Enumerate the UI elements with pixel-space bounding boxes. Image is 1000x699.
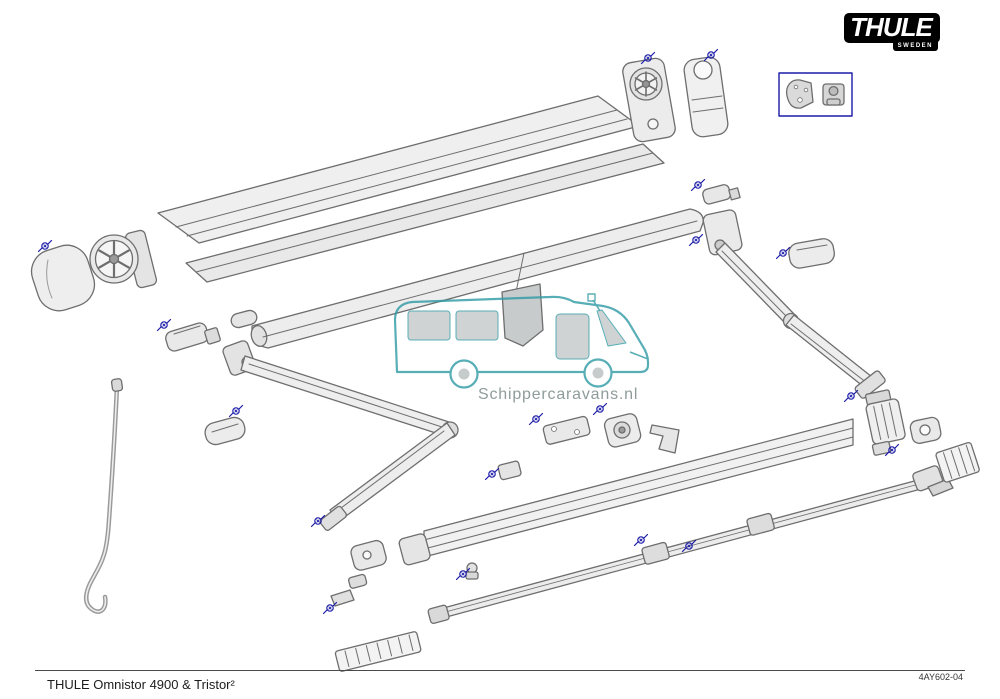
spring-arm-left (222, 340, 459, 531)
screw-annotation-icon (528, 412, 544, 426)
roller-tube-with-fabric (230, 208, 704, 349)
right-end-parts (865, 398, 942, 456)
screw-annotation-icon (690, 178, 706, 192)
motor-assembly (30, 229, 158, 312)
screw-annotation-icon (775, 246, 791, 260)
rail-mount-parts (330, 539, 479, 607)
mounting-bracket-inset (778, 72, 853, 117)
screw-annotation-icon (156, 318, 172, 332)
footer-divider (35, 670, 965, 671)
screw-annotation-icon (484, 467, 500, 481)
thule-logo-text: THULE (844, 13, 940, 43)
case-back-panel (185, 143, 665, 283)
screw-annotation-icon (688, 233, 704, 247)
part-number: 4AY602-04 (918, 672, 963, 682)
screw-annotation-icon (592, 402, 608, 416)
crank-handle (84, 378, 124, 614)
diagram-title: THULE Omnistor 4900 & Tristor² (47, 677, 235, 692)
wall-bracket-ribbed-left (334, 631, 422, 672)
screw-annotation-icon (228, 404, 244, 418)
screw-annotation-icon (843, 389, 859, 403)
spring-arm-right (702, 184, 892, 406)
end-cap-bracket (683, 56, 729, 138)
screw-annotation-icon (322, 601, 338, 615)
awning-case-profile (157, 95, 640, 244)
cap-cylinder (204, 416, 246, 446)
thule-logo: THULE SWEDEN (844, 13, 940, 51)
wall-bracket-ribbed-right (935, 441, 980, 483)
screw-annotation-icon (633, 533, 649, 547)
lead-rail (398, 418, 854, 566)
thule-logo-sweden: SWEDEN (892, 42, 938, 51)
motor-drive-unit (165, 322, 221, 352)
support-rail (427, 465, 954, 625)
hardware-small-parts (497, 413, 680, 481)
gear-end-bracket (622, 57, 676, 143)
